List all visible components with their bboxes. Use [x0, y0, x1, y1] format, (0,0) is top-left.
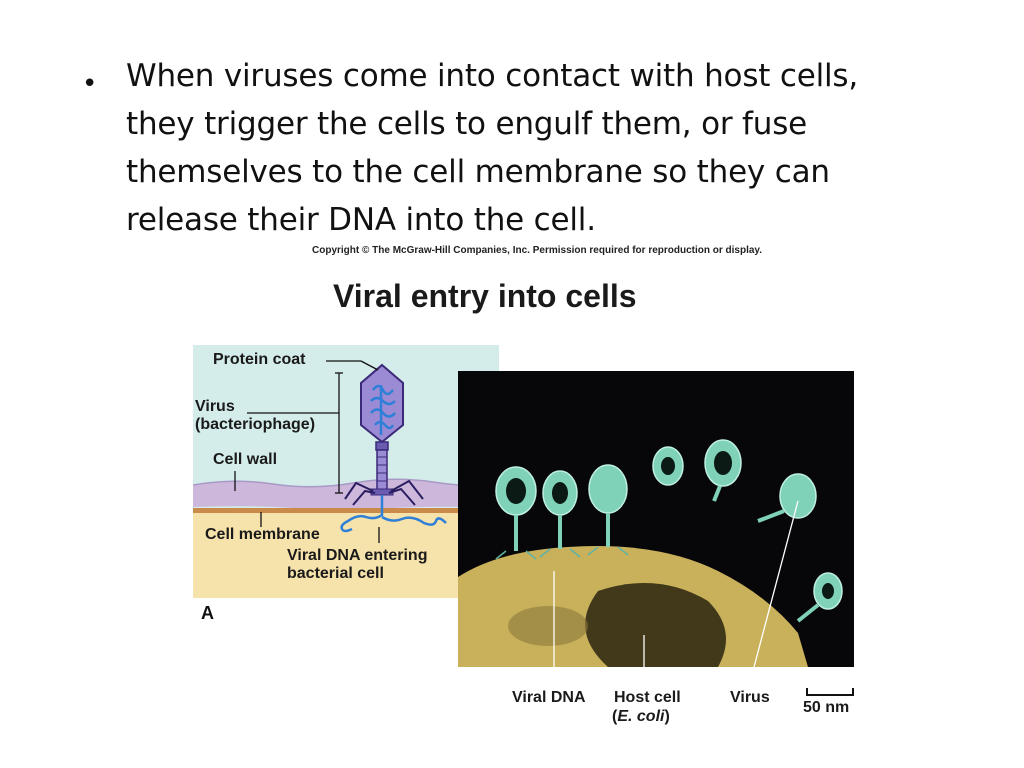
bullet-line: themselves to the cell membrane so they …	[126, 148, 926, 196]
panel-letter-a: A	[201, 603, 214, 624]
micrograph-image	[458, 371, 854, 667]
bullet-line: release their DNA into the cell.	[126, 196, 926, 244]
copyright-notice: Copyright © The McGraw-Hill Companies, I…	[312, 245, 762, 256]
label-scale-bar: 50 nm	[803, 699, 849, 716]
paren-close: )	[664, 708, 669, 725]
bullet-text: When viruses come into contact with host…	[126, 52, 926, 244]
label-virus-micrograph: Virus	[730, 689, 770, 706]
bullet-line: they trigger the cells to engulf them, o…	[126, 100, 926, 148]
bullet-line: When viruses come into contact with host…	[126, 52, 926, 100]
bullet-marker: •	[82, 60, 97, 108]
electron-micrograph	[458, 371, 854, 667]
label-cell-membrane: Cell membrane	[205, 526, 320, 543]
scale-bar	[806, 688, 854, 696]
label-bacterial-cell: bacterial cell	[287, 565, 384, 582]
label-cell-wall: Cell wall	[213, 451, 277, 468]
label-bacteriophage: (bacteriophage)	[195, 416, 315, 433]
label-virus: Virus	[195, 398, 235, 415]
figure-title: Viral entry into cells	[333, 278, 637, 315]
label-viral-dna: Viral DNA	[512, 689, 586, 706]
label-host-cell: Host cell	[614, 689, 681, 706]
label-protein-coat: Protein coat	[213, 351, 305, 368]
species-name: E. coli	[617, 708, 664, 725]
label-host-cell-species: (E. coli)	[612, 708, 670, 725]
diagram-panel-a: Protein coat Virus (bacteriophage) Cell …	[193, 345, 499, 598]
label-viral-dna-entering: Viral DNA entering	[287, 547, 427, 564]
